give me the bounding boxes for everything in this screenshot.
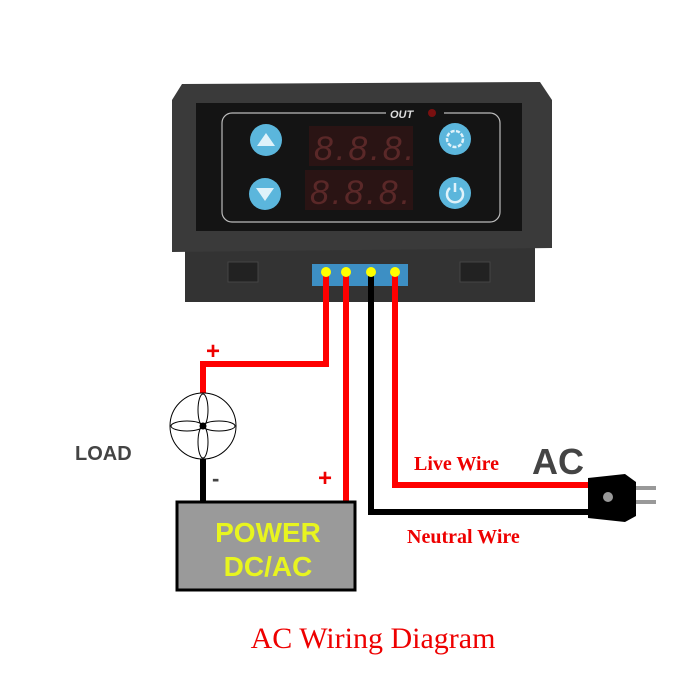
ac-label: AC	[532, 441, 584, 482]
terminal-dots	[321, 267, 400, 277]
power-plus-label: +	[318, 465, 332, 492]
display-top	[309, 126, 413, 166]
display-bottom-digits: 8.8.8.	[310, 174, 413, 212]
face-outline	[221, 112, 501, 223]
gear-icon	[445, 129, 465, 149]
load-minus-label: -	[212, 466, 219, 491]
power-button[interactable]	[439, 177, 471, 209]
live-wire	[392, 272, 592, 488]
ac-plug-icon	[588, 474, 656, 522]
out-led	[428, 109, 436, 117]
neutral-wire	[368, 272, 592, 515]
power-icon	[445, 187, 465, 204]
up-button[interactable]	[250, 124, 282, 156]
load-label: LOAD	[75, 443, 132, 465]
down-button[interactable]	[249, 178, 281, 210]
power-supply-box: POWER DC/AC	[175, 500, 357, 592]
load-fan-icon	[169, 392, 237, 460]
housing-clip-right	[459, 261, 491, 283]
housing-clip-left	[227, 261, 259, 283]
wires	[200, 272, 592, 515]
dcac-label: DC/AC	[224, 551, 313, 582]
display-bottom	[305, 170, 413, 210]
up-arrow-icon	[257, 133, 275, 146]
down-arrow-icon	[256, 188, 274, 201]
out-label: OUT	[390, 109, 415, 121]
load-plus-label: +	[206, 338, 220, 365]
relay-module: OUT 8.8.8. 8.8.8.	[172, 82, 552, 302]
load-positive-wire	[200, 272, 329, 395]
diagram-title: AC Wiring Diagram	[251, 622, 496, 655]
power-label: POWER	[215, 517, 321, 548]
display-top-digits: 8.8.8.	[314, 130, 417, 168]
neutral-wire-label: Neutral Wire	[407, 526, 520, 548]
set-button[interactable]	[439, 123, 471, 155]
terminal-block	[312, 264, 408, 286]
live-wire-label: Live Wire	[414, 453, 499, 475]
